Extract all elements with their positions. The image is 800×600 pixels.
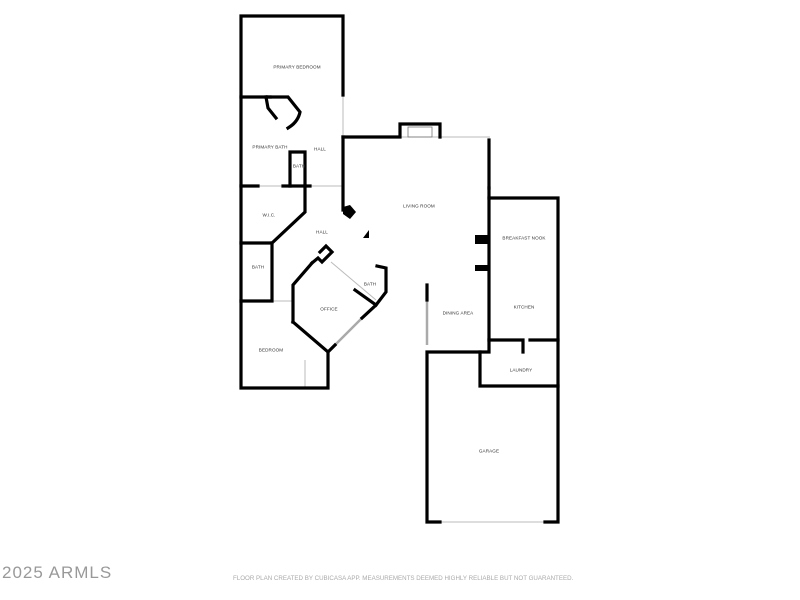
floor-plan-credit: FLOOR PLAN CREATED BY CUBICASA APP. MEAS… bbox=[233, 575, 574, 582]
room-label-bedroom: BEDROOM bbox=[258, 347, 284, 353]
windows bbox=[239, 14, 560, 390]
room-label-bath-office: BATH bbox=[363, 281, 377, 287]
walls bbox=[239, 14, 560, 524]
room-label-breakfast-nook: BREAKFAST NOOK bbox=[502, 235, 546, 241]
room-label-bath: BATH bbox=[292, 163, 306, 169]
room-label-primary-bedroom: PRIMARY BEDROOM bbox=[273, 64, 321, 70]
room-label-garage: GARAGE bbox=[478, 448, 500, 454]
room-label-laundry: LAUNDRY bbox=[509, 367, 533, 373]
room-label-hall: HALL bbox=[314, 146, 326, 152]
room-label-living-room: LIVING ROOM bbox=[403, 203, 435, 209]
room-label-kitchen: KITCHEN bbox=[513, 304, 535, 310]
room-label-dining-area: DINING AREA bbox=[442, 310, 474, 316]
room-label-bath-left: BATH bbox=[251, 264, 265, 270]
room-label-office: OFFICE bbox=[320, 306, 338, 312]
room-label-wic: W.I.C. bbox=[262, 212, 276, 218]
room-label-primary-bath: PRIMARY BATH bbox=[252, 144, 288, 150]
watermark: 2025 ARMLS bbox=[2, 563, 113, 582]
room-label-hall-lower: HALL bbox=[316, 229, 328, 235]
